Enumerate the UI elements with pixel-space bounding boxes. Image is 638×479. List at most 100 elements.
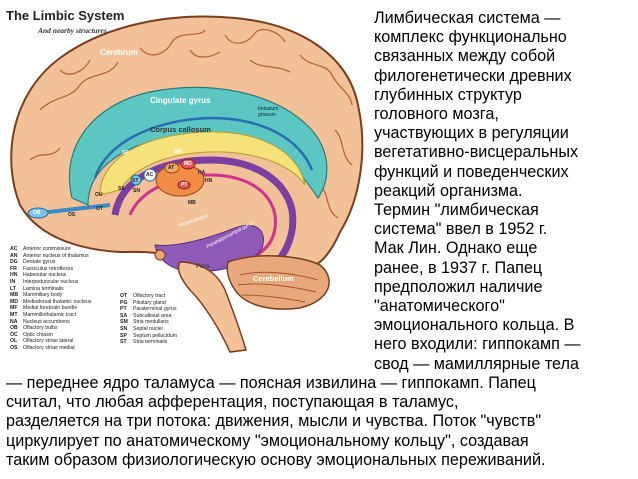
legend-name: Nucleus accumbens <box>23 319 70 325</box>
limbic-system-figure: The Limbic System And nearby structures … <box>0 0 372 360</box>
paragraph-line: филогенетически древних <box>374 67 572 86</box>
corpus-callosum-label: Corpus callosum <box>150 125 211 134</box>
legend-name: Olfactory bulbs <box>23 325 58 331</box>
paragraph-line: головного мозга, <box>374 105 499 124</box>
legend-name: Septal nuclei <box>133 326 163 332</box>
st-label: ST <box>132 178 138 184</box>
cingulate-gyrus-label: Cingulate gyrus <box>150 96 210 105</box>
legend-name: Paraterminal gyrus <box>133 306 177 312</box>
legend-entry: ANAnterior nucleus of thalamus <box>10 253 91 260</box>
paragraph-line: считал, что любая афферентация, поступаю… <box>6 393 459 412</box>
legend-abbr: SM <box>120 319 133 326</box>
pons-label: Pons <box>196 264 210 270</box>
paragraph-line: — переднее ядро таламуса — поясная извил… <box>6 374 536 393</box>
paragraph-line: участвующих в регуляции <box>374 124 569 143</box>
mb-label: MB <box>188 200 196 206</box>
ot-label: OT <box>96 206 103 212</box>
sp-label: SP <box>122 150 129 156</box>
legend-name: Stria terminalis <box>133 339 167 345</box>
paragraph-line: "анатомического" <box>374 297 505 316</box>
sn-label: SN <box>133 188 140 194</box>
legend-entry: SMStria medullaris <box>120 319 177 326</box>
md-label: MD <box>184 161 192 167</box>
legend-abbr: AN <box>10 253 23 260</box>
indusium-griseum-label: Indusium griseum <box>258 106 292 118</box>
legend-abbr: DG <box>10 259 23 266</box>
at-label: AT <box>168 165 174 171</box>
legend-abbr: PT <box>120 306 133 313</box>
legend-abbr: OC <box>10 332 23 339</box>
legend-entry: SNSeptal nuclei <box>120 326 177 333</box>
ob-label: OB <box>33 210 41 216</box>
paragraph-line: связанных между собой <box>374 47 555 66</box>
paragraph-line: него входили: гиппокамп — <box>374 335 581 354</box>
paragraph-line: предположил наличие <box>374 278 542 297</box>
legend-abbr: PG <box>120 300 133 307</box>
legend-name: Mammillothalamic tract <box>23 312 76 318</box>
sm-label: SM <box>174 149 182 155</box>
paragraph-line: циркулирует по анатомическому "эмоционал… <box>6 432 529 451</box>
legend-name: Anterior nucleus of thalamus <box>23 253 89 259</box>
paragraph-line: система" ввел в 1952 г. <box>374 220 547 239</box>
legend-abbr: MD <box>10 299 23 306</box>
paragraph-line: ранее, в 1937 г. Папец <box>374 259 542 278</box>
sa-label: SA <box>118 186 125 192</box>
paragraph-line: таким образом физиологическую основу эмо… <box>6 451 546 470</box>
ac-label: AC <box>146 172 153 178</box>
legend-name: Medial forebrain bundle <box>23 305 77 311</box>
legend-name: Stria medullaris <box>133 319 169 325</box>
legend-abbr: MF <box>10 305 23 312</box>
legend-abbr: OS <box>10 345 23 352</box>
paragraph-line: реакций организма. <box>374 182 523 201</box>
legend-name: Anterior commissure <box>23 246 71 252</box>
legend-abbr: FR <box>10 266 23 273</box>
legend-name: Pituitary gland <box>133 300 166 306</box>
legend-abbr: MB <box>10 292 23 299</box>
legend-name: Mammillary body <box>23 292 62 298</box>
legend-abbr: HN <box>10 272 23 279</box>
legend-name: Olfactory tract <box>133 293 165 299</box>
paragraph-line: эмоционального кольца. В <box>374 316 574 335</box>
legend-abbr: SN <box>120 326 133 333</box>
os-label: OS <box>68 212 75 218</box>
legend-name: Lamina terminalis <box>23 286 64 292</box>
legend-name: Subcallosal area <box>133 313 171 319</box>
figure-title: The Limbic System <box>6 8 124 23</box>
paragraph-line: разделяется на три потока: движения, мыс… <box>6 412 541 431</box>
paragraph-line: свод — мамиллярные тела <box>374 355 579 374</box>
hn-label: HN <box>205 178 212 184</box>
cerebellum-label: Cerebellum <box>253 274 294 283</box>
ha-label: HA <box>198 170 205 176</box>
legend-abbr: OT <box>120 293 133 300</box>
legend-name: Habenular nucleus <box>23 272 66 278</box>
legend-name: Septum pellucidum <box>133 333 177 339</box>
legend-name: Dentate gyrus <box>23 259 55 265</box>
legend-abbr: IN <box>10 279 23 286</box>
paragraph-line: Термин "лимбическая <box>374 201 539 220</box>
ou-label: OU <box>95 192 103 198</box>
legend-name: Olfactory striae lateral <box>23 338 73 344</box>
paragraph-line: глубинных структур <box>374 86 522 105</box>
paragraph-line: вегетативно-висцеральных <box>374 143 578 162</box>
figure-subtitle: And nearby structures <box>38 26 107 35</box>
